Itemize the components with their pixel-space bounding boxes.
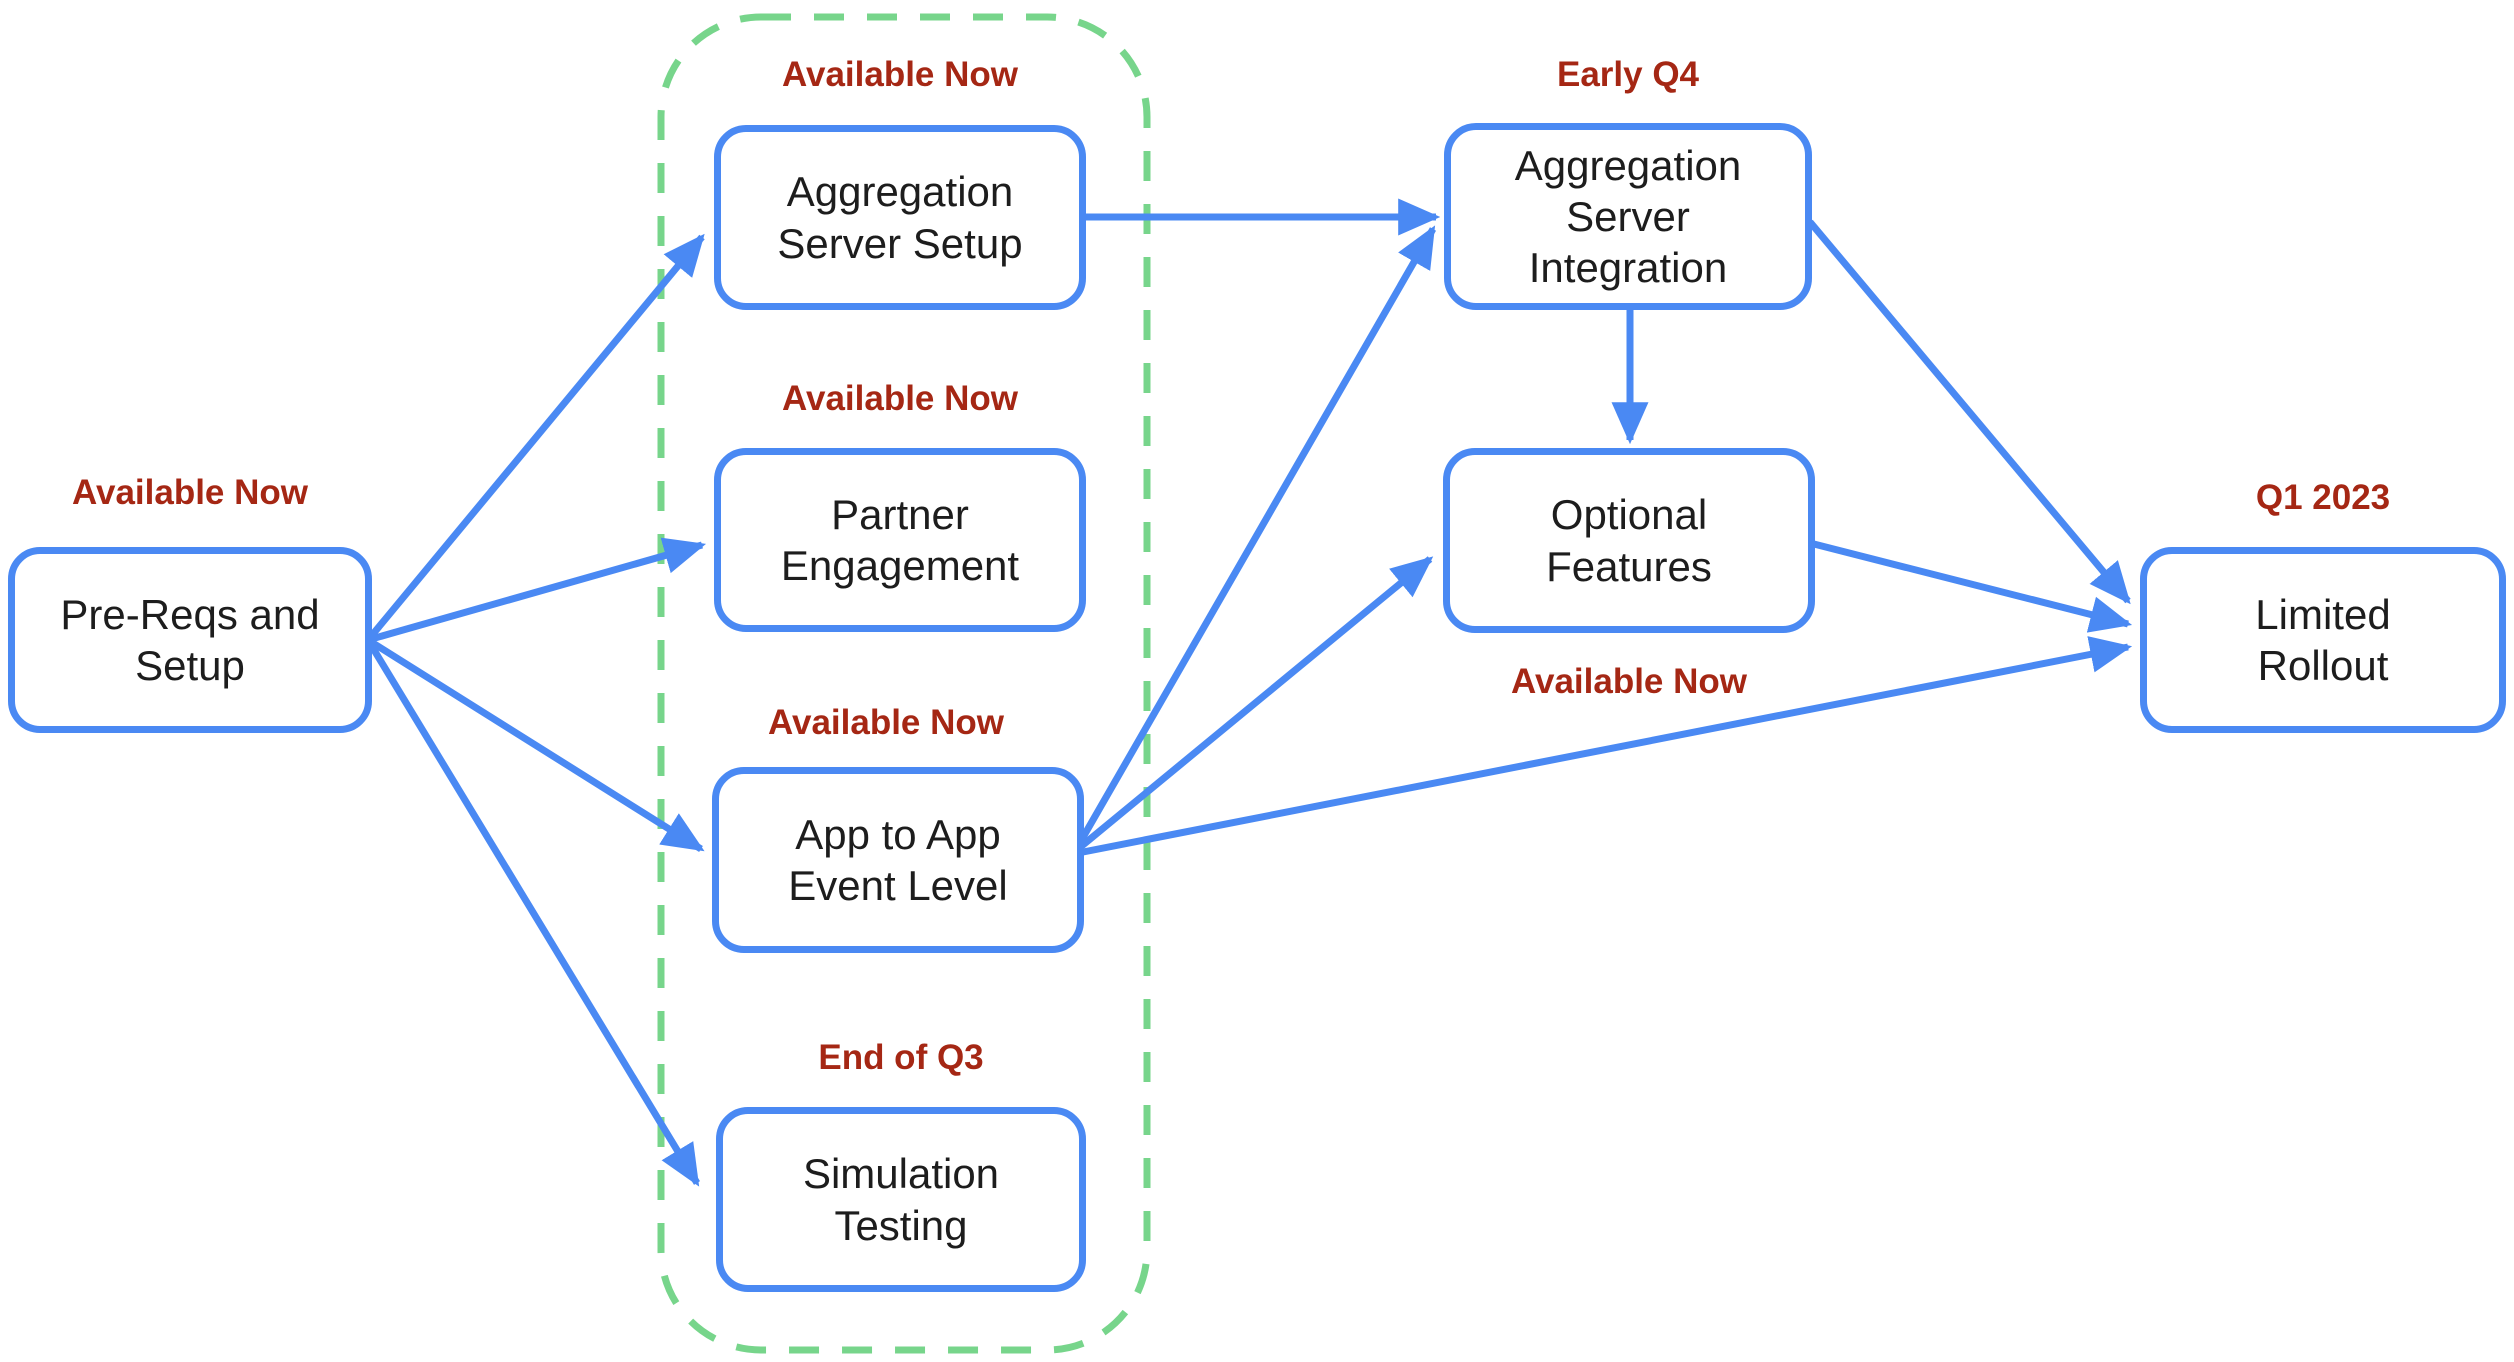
edge-integration-to-limited-rollout [1807,219,2131,605]
node-aggregation-server-integration: Aggregation Server Integration [1444,123,1812,310]
node-pre-reqs-and-setup: Pre-Reqs and Setup [8,547,372,733]
milestone-app-to-app-event-level: Available Now [768,703,1004,742]
edge-pre-reqs-to-partner-engagement [367,537,707,644]
milestone-aggregation-server-integration: Early Q4 [1556,55,1700,94]
edge-pre-reqs-to-aggregation-server-setup [365,233,705,643]
edge-pre-reqs-to-app-to-app-event-level [366,637,705,852]
node-aggregation-server-setup: Aggregation Server Setup [714,125,1086,310]
milestone-optional-features: Available Now [1511,662,1747,701]
edge-pre-reqs-to-simulation-testing [365,638,700,1187]
edge-app-to-app-to-integration [1074,225,1437,848]
milestone-partner-engagement: Available Now [782,379,1018,418]
edge-app-to-app-to-limited-rollout [1077,636,2133,857]
milestone-limited-rollout: Q1 2023 [2255,478,2391,517]
group-phase-1-outline [657,13,1151,1354]
node-optional-features: Optional Features [1443,448,1815,633]
milestone-pre-reqs-and-setup: Available Now [72,473,308,512]
node-simulation-testing: Simulation Testing [716,1107,1086,1292]
node-partner-engagement: Partner Engagement [714,448,1086,632]
edge-optional-features-to-limited-rollout [1809,539,2133,633]
edge-app-to-app-to-optional-features [1075,556,1434,852]
node-limited-rollout: Limited Rollout [2140,547,2506,733]
milestone-aggregation-server-setup: Available Now [782,55,1018,94]
node-app-to-app-event-level: App to App Event Level [712,767,1084,953]
milestone-simulation-testing: End of Q3 [818,1038,984,1077]
